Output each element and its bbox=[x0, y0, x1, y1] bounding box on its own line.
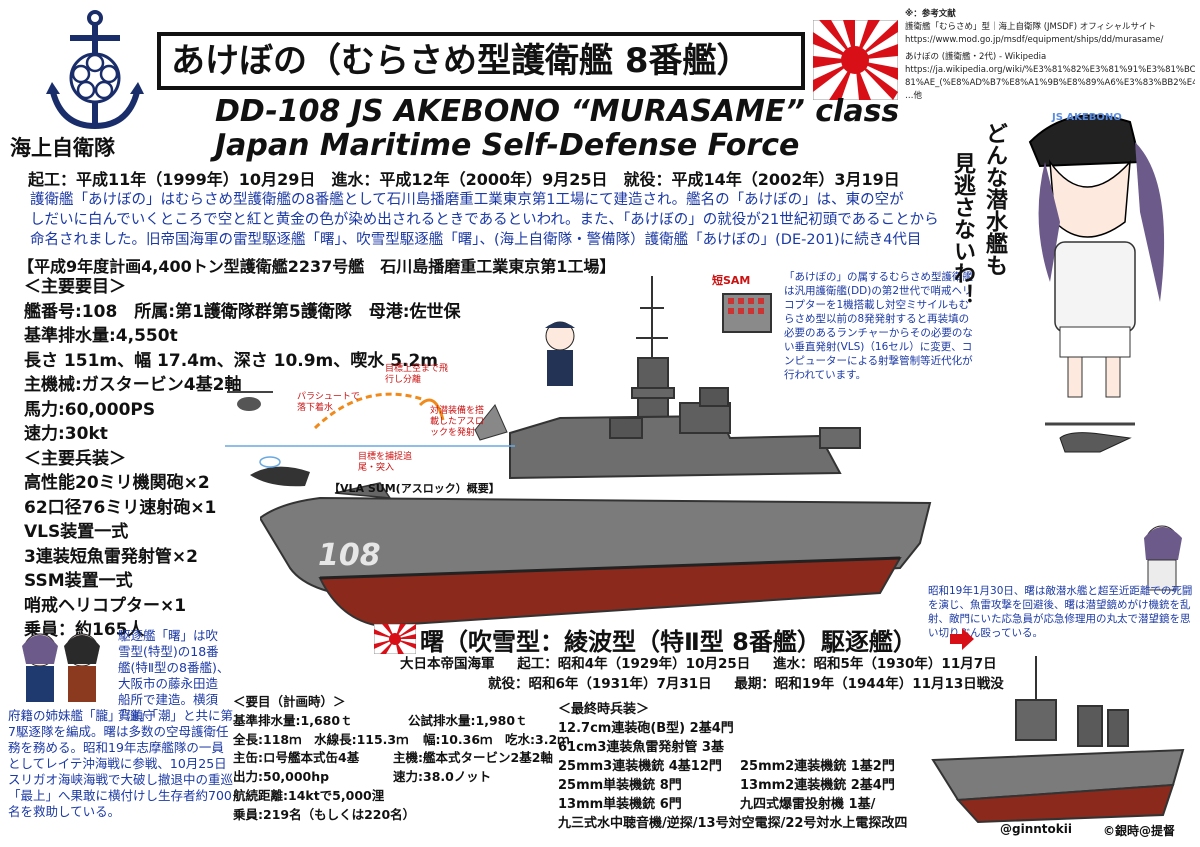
spec-heading: ＜主要要目＞ bbox=[24, 277, 126, 297]
navy-label: 大日本帝国海軍 bbox=[400, 656, 495, 672]
description: 護衛艦「あけぼの」はむらさめ型護衛艦の8番艦として石川島播磨重工業東京第1工場に… bbox=[30, 190, 939, 250]
arrow-right-icon bbox=[950, 628, 974, 650]
reference-line: あけぼの (護衛艦・2代) - Wikipedia bbox=[905, 52, 1047, 62]
spec-item: 馬力:60,000PS bbox=[24, 399, 156, 420]
helicopter-icon bbox=[225, 388, 275, 418]
armament-item: 61cm3連装魚雷発射管 3基 bbox=[558, 740, 724, 755]
weapon-item: 乗員：約165人 bbox=[24, 620, 145, 640]
spec-item: 長さ 151m、幅 17.4m、深さ 10.9m、喫水 5.2m bbox=[24, 350, 439, 371]
bio-long: 府籍の姉妹艦「朧」「漣」「潮」と共に第7駆逐隊を編成。曙は多数の空母護衛任務を務… bbox=[8, 708, 234, 819]
destroyer-illustration bbox=[258, 268, 940, 638]
laid-down: 起工：昭和4年（1929年）10月25日 bbox=[517, 656, 751, 672]
planned-spec-item: 主機:艦本式タービン2基2軸 bbox=[393, 750, 553, 766]
asroc-step-parachute: パラシュートで落下着水 bbox=[297, 392, 360, 413]
planned-spec-item: 公試排水量:1,980ｔ bbox=[408, 712, 528, 728]
reference-line: ※：参考文献 bbox=[905, 9, 956, 19]
reference-line: https://ja.wikipedia.org/wiki/%E3%81%82%… bbox=[905, 65, 1195, 75]
dates-line: 起工：平成11年（1999年）10月29日 進水：平成12年（2000年）9月2… bbox=[28, 170, 900, 189]
commissioned: 就役：昭和6年（1931年）7月31日 bbox=[488, 676, 712, 692]
asroc-step-climb: 目標上空まで飛行し分離 bbox=[385, 364, 449, 385]
jmsdf-label: 海上自衛隊 bbox=[10, 136, 115, 160]
old-akebono-dates: 大日本帝国海軍 起工：昭和4年（1929年）10月25日 進水：昭和5年（193… bbox=[400, 654, 1004, 694]
heading-en-line1: DD-108 JS AKEBONO “MURASAME” class bbox=[215, 94, 900, 129]
old-akebono-title: 曙（吹雪型：綾波型（特Ⅱ型 8番艦）駆逐艦） bbox=[420, 628, 917, 656]
asroc-step-launch: 対潜装備を搭載したアスロックを発射 bbox=[430, 406, 485, 438]
old-destroyer-illustration bbox=[928, 650, 1193, 825]
description-line: 護衛艦「あけぼの」はむらさめ型護衛艦の8番艦として石川島播磨重工業東京第1工場に… bbox=[30, 192, 904, 208]
spec-item: 艦番号:108 所属:第1護衛隊群第5護衛隊 母港:佐世保 bbox=[24, 301, 461, 322]
helicopter-icon bbox=[1040, 418, 1140, 468]
armament-item: 25mm単装機銃 8門 bbox=[558, 778, 682, 793]
character-pair bbox=[10, 628, 114, 708]
weapon-item: 62口径76ミリ速射砲×1 bbox=[24, 497, 217, 518]
spec-item: 基準排水量:4,550t bbox=[24, 326, 178, 346]
planned-spec-item: 航続距離:14ktで5,000浬 bbox=[233, 787, 385, 803]
credit-author: ©銀時@提督 bbox=[1103, 824, 1176, 838]
plan-line: 【平成9年度計画4,400トン型護衛艦2237号艦 石川島播磨重工業東京第1工場… bbox=[18, 257, 616, 276]
final-armament-heading: ＜最終時兵装＞ bbox=[558, 702, 650, 717]
planned-spec-item: 出力:50,000hp bbox=[233, 769, 330, 785]
planned-specs-heading: ＜要目（計画時）＞ bbox=[233, 694, 346, 709]
planned-spec-item: 速力:38.0ノット bbox=[393, 769, 492, 785]
sam-label: 短SAM bbox=[712, 274, 751, 287]
page-title: あけぼの（むらさめ型護衛艦 8番艦） bbox=[157, 32, 805, 90]
weapon-item: SSM装置一式 bbox=[24, 571, 133, 591]
final-armament: ＜最終時兵装＞ 12.7cm連装砲(B型) 2基4門 61cm3連装魚雷発射管 … bbox=[558, 700, 907, 833]
asroc-step-attack: 目標を捕捉追尾・突入 bbox=[358, 452, 413, 473]
heading-en-line2: Japan Maritime Self-Defense Force bbox=[215, 128, 800, 163]
references: ※：参考文献 護衛艦「むらさめ」型｜海上自衛隊 (JMSDF) オフィシャルサイ… bbox=[905, 8, 1195, 103]
weapon-item: 哨戒ヘリコプター×1 bbox=[24, 595, 187, 616]
character-small bbox=[1132, 520, 1192, 600]
armament-item: 25mm3連装機銃 4基12門 bbox=[558, 759, 722, 774]
planned-spec-item: 幅:10.36ｍ 吃水:3.2ｍ bbox=[423, 731, 570, 747]
description-line: 命名されました。旧帝国海軍の雷型駆逐艦「曙」、吹雪型駆逐艦「曙」、(海上自衛隊・… bbox=[30, 232, 922, 248]
description-line: しだいに白んでいくところで空と紅と黄金の色が染め出されるときであるといわれ。また… bbox=[30, 212, 939, 228]
spec-list: ＜主要要目＞ 艦番号:108 所属:第1護衛隊群第5護衛隊 母港:佐世保 基準排… bbox=[24, 275, 461, 643]
asroc-diagram bbox=[225, 360, 515, 500]
weapons-heading: ＜主要兵装＞ bbox=[24, 448, 126, 469]
reference-line: https://www.mod.go.jp/msdf/equipment/shi… bbox=[905, 35, 1164, 45]
weapon-item: VLS装置一式 bbox=[24, 522, 129, 542]
asroc-label: 【VLA SUM(アスロック）概要】 bbox=[329, 482, 500, 495]
armament-item: 13mm2連装機銃 2基4門 bbox=[740, 778, 895, 793]
speech-line-1: どんな潜水艦も bbox=[982, 122, 1007, 276]
planned-spec-item: 乗員:219名（もしくは220名） bbox=[233, 806, 416, 822]
hull-number: 108 bbox=[318, 538, 381, 573]
armament-item: 25mm2連装機銃 1基2門 bbox=[740, 759, 895, 774]
reference-line: 護衛艦「むらさめ」型｜海上自衛隊 (JMSDF) オフィシャルサイト bbox=[905, 22, 1157, 32]
sunk: 最期：昭和19年（1944年）11月13日戦没 bbox=[734, 676, 1004, 692]
planned-spec-item: 主缶:ロ号艦本式缶4基 bbox=[233, 750, 360, 766]
rising-sun-flag bbox=[373, 623, 417, 655]
reference-line: …他 bbox=[905, 91, 923, 101]
planned-spec-item: 基準排水量:1,680ｔ bbox=[233, 712, 353, 728]
armament-item: 13mm単装機銃 6門 bbox=[558, 797, 682, 812]
armament-item: 九四式爆雷投射機 1基/ bbox=[740, 797, 876, 812]
vls-launcher-icon bbox=[718, 286, 778, 346]
spec-item: 主機械:ガスタービン4基2軸 bbox=[24, 375, 242, 395]
armament-item: 12.7cm連装砲(B型) 2基4門 bbox=[558, 721, 734, 736]
armament-item: 九三式水中聴音機/逆探/13号対空電探/22号対水上電探改四 bbox=[558, 816, 908, 831]
planned-specs: ＜要目（計画時）＞ 基準排水量:1,680ｔ 公試排水量:1,980ｔ 全長:11… bbox=[233, 693, 570, 825]
speech-line-2: 見逃さないわ！ bbox=[950, 152, 975, 306]
weapon-item: 高性能20ミリ機関砲×2 bbox=[24, 473, 210, 493]
character-small bbox=[535, 318, 585, 408]
anchor-emblem bbox=[40, 8, 150, 133]
reference-line: 81%AE_(%E8%AD%B7%E8%A1%9B%E8%89%A6%E3%83… bbox=[905, 78, 1195, 88]
planned-spec-item: 全長:118ｍ 水線長:115.3ｍ bbox=[233, 731, 409, 747]
character-akebono bbox=[1010, 102, 1190, 402]
launched: 進水：昭和5年（1930年）11月7日 bbox=[772, 656, 997, 672]
credit-handle: @ginntokii bbox=[1000, 822, 1072, 836]
weapon-item: 3連装短魚雷発射管×2 bbox=[24, 546, 198, 567]
cap-text: JS AKEBONO bbox=[1052, 112, 1122, 123]
rising-sun-flag bbox=[812, 19, 899, 101]
bio-short: 駆逐艦「曙」は吹雪型(特型)の18番艦(特Ⅱ型の8番艦)、大阪市の藤永田造船所で… bbox=[118, 628, 230, 723]
spec-item: 速力:30kt bbox=[24, 424, 108, 444]
vls-callout: 「あけぼの」の属するむらさめ型護衛艦は汎用護衛艦(DD)の第2世代で哨戒ヘリコプ… bbox=[784, 271, 973, 381]
